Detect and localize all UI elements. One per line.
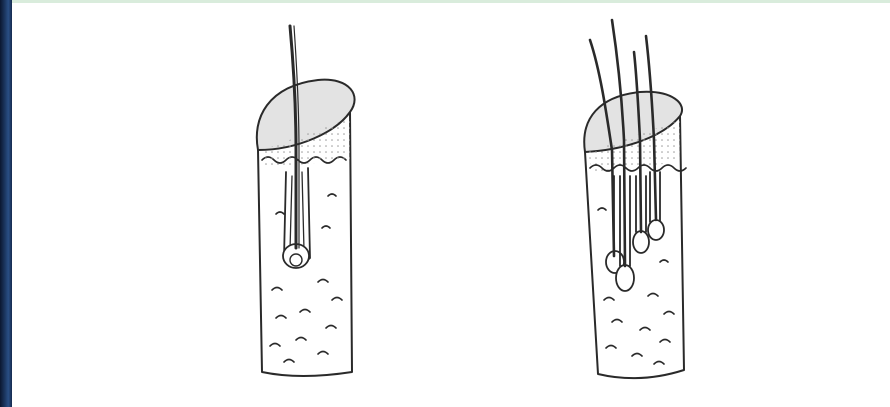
hair-bulb-3 <box>633 231 649 253</box>
multiple-follicles-panel <box>584 20 686 378</box>
hair-bulb-2 <box>616 265 634 291</box>
hair-bulb-4 <box>648 220 664 240</box>
single-follicle-panel <box>257 26 355 376</box>
